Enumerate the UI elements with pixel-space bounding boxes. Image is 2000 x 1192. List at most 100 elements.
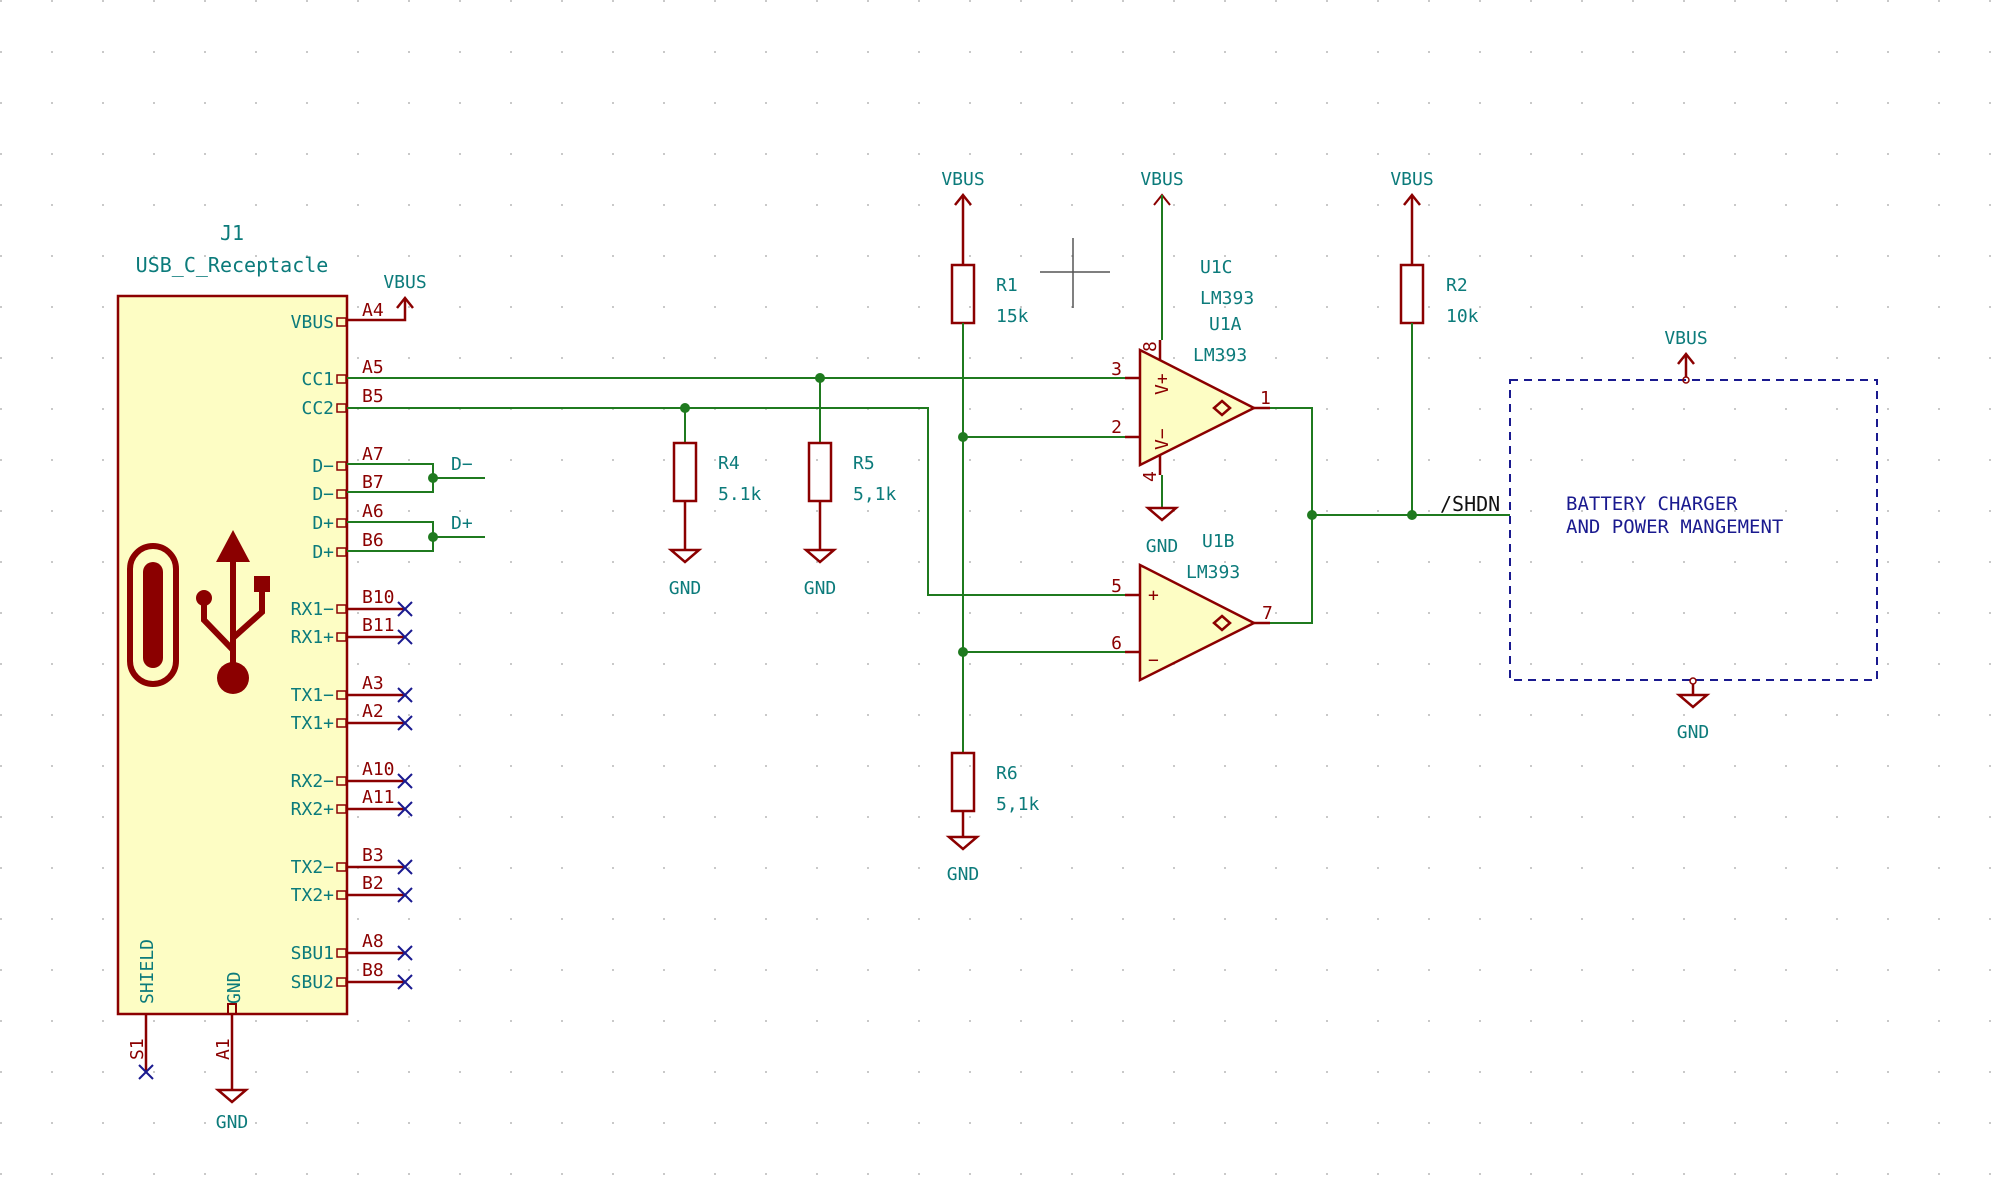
connector-pin-marker — [336, 374, 347, 384]
r5-value: 5,1k — [853, 484, 897, 505]
gnd-label-j1: GND — [216, 1112, 249, 1133]
resistor-r2[interactable]: VBUS R2 10k — [1390, 169, 1479, 515]
usb-c-connector-j1[interactable]: J1 USB_C_Receptacle VBUSA4CC1A5CC2B5D−A7… — [116, 221, 413, 1090]
connector-pin-number: A2 — [362, 701, 384, 722]
no-connect-cross-icon — [397, 629, 413, 645]
connector-pin-number: A7 — [362, 444, 384, 465]
u1c-value: LM393 — [1200, 288, 1254, 309]
r1-value: 15k — [996, 306, 1029, 327]
vbus-label-r1: VBUS — [941, 169, 984, 190]
connector-pin-number: B5 — [362, 386, 384, 407]
resistor-r4[interactable]: R4 5.1k GND — [667, 408, 762, 599]
connector-pin-marker — [336, 890, 347, 900]
no-connect-cross-icon — [397, 945, 413, 961]
shield-pin-name: SHIELD — [137, 939, 158, 1004]
u1a-pin-2: 2 — [1111, 417, 1122, 438]
connector-pin-name: RX2+ — [291, 799, 335, 820]
connector-pin-marker — [336, 489, 347, 499]
vbus-label-u1c: VBUS — [1140, 169, 1183, 190]
shield-pin-num: S1 — [127, 1038, 148, 1060]
connector-pin-name: D+ — [312, 542, 334, 563]
connector-pin-marker — [336, 862, 347, 872]
connector-pin-name: TX2− — [291, 857, 335, 878]
r5-ref: R5 — [853, 453, 875, 474]
comparator-u1b[interactable]: U1B LM393 5 6 + − 7 — [1111, 531, 1273, 683]
connector-pin-marker — [336, 604, 347, 614]
r4-ref: R4 — [718, 453, 740, 474]
connector-pin-name: D− — [312, 456, 334, 477]
connector-pin-name: CC2 — [301, 398, 334, 419]
u1c-ref: U1C — [1200, 257, 1233, 278]
connector-pin-number: B11 — [362, 615, 395, 636]
u1c-vminus-label: V− — [1152, 428, 1173, 450]
usb-logo-icon — [127, 530, 270, 694]
u1a-ref: U1A — [1209, 314, 1242, 335]
comparator-u1a[interactable]: 3 2 1 V+ V− 8 4 — [1111, 340, 1271, 482]
connector-pin-marker — [336, 632, 347, 642]
no-connect-cross-icon — [397, 715, 413, 731]
no-connect-cross-icon — [397, 601, 413, 617]
connector-pin-name: SBU1 — [291, 943, 334, 964]
connector-pin-name: RX1− — [291, 599, 335, 620]
connector-pin-marker — [336, 690, 347, 700]
no-connect-cross-icon — [397, 773, 413, 789]
r2-value: 10k — [1446, 306, 1479, 327]
shdn-net-label: /SHDN — [1440, 492, 1500, 516]
connector-pin-number: A6 — [362, 501, 384, 522]
u1b-ref: U1B — [1202, 531, 1235, 552]
connector-pins: VBUSA4CC1A5CC2B5D−A7D−B7D+A6D+B6RX1−B10R… — [291, 300, 413, 993]
u1b-pin-6: 6 — [1111, 633, 1122, 654]
r2-ref: R2 — [1446, 275, 1468, 296]
gnd-pin-name: GND — [224, 971, 245, 1004]
open-collector-icon — [1212, 399, 1232, 417]
connector-pin-number: B6 — [362, 530, 384, 551]
no-connect-cross-icon — [397, 801, 413, 817]
connector-pin-number: A3 — [362, 673, 384, 694]
d-minus-label: D− — [451, 454, 473, 475]
u1b-pin-7: 7 — [1262, 603, 1273, 624]
connector-pin-number: B10 — [362, 587, 395, 608]
u1b-plus-sign: + — [1148, 585, 1159, 606]
resistor-r1[interactable]: VBUS R1 15k — [941, 169, 1028, 327]
connector-pin-marker — [336, 977, 347, 987]
connector-pin-name: D+ — [312, 513, 334, 534]
connector-pin-number: A5 — [362, 357, 384, 378]
gnd-symbol-j1: GND — [214, 1088, 250, 1133]
vbus-symbol-j1: VBUS — [347, 272, 427, 322]
connector-pin-marker — [336, 547, 347, 557]
connector-pin-marker — [336, 518, 347, 528]
u1c-pin-4: 4 — [1140, 471, 1161, 482]
u1c-pin-8: 8 — [1140, 341, 1161, 352]
no-connect-cross-icon — [397, 887, 413, 903]
connector-pin-marker — [336, 403, 347, 413]
d-minus-bridge: D− — [347, 454, 485, 493]
connector-pin-number: A8 — [362, 931, 384, 952]
connector-pin-name: VBUS — [291, 312, 334, 333]
block-title-line2: AND POWER MANGEMENT — [1566, 516, 1783, 538]
connector-pin-marker — [336, 461, 347, 471]
connector-pin-name: TX1+ — [291, 713, 335, 734]
connector-pin-name: SBU2 — [291, 972, 334, 993]
vbus-label-block: VBUS — [1664, 328, 1707, 349]
connector-pin-name: TX2+ — [291, 885, 335, 906]
connector-pin-number: A4 — [362, 300, 384, 321]
connector-pin-number: B8 — [362, 960, 384, 981]
connector-pin-number: A11 — [362, 787, 395, 808]
connector-pin-marker — [336, 804, 347, 814]
u1a-pin-1: 1 — [1260, 388, 1271, 409]
u1b-value: LM393 — [1186, 562, 1240, 583]
resistor-r5[interactable]: R5 5,1k GND — [802, 378, 897, 599]
connector-pin-number: B7 — [362, 472, 384, 493]
u1b-minus-sign: − — [1148, 650, 1159, 671]
connector-pin-marker — [336, 948, 347, 958]
gnd-label-r5: GND — [804, 578, 837, 599]
resistor-r6[interactable]: R6 5,1k GND — [945, 751, 1040, 885]
connector-pin-name: RX1+ — [291, 627, 335, 648]
u1c-vplus-label: V+ — [1152, 373, 1173, 395]
battery-charger-block[interactable]: BATTERY CHARGER AND POWER MANGEMENT VBUS… — [1509, 328, 1878, 743]
connector-pin-number: B3 — [362, 845, 384, 866]
connector-ref: J1 — [220, 221, 244, 245]
gnd-pin-num: A1 — [213, 1038, 234, 1060]
connector-pin-marker — [336, 317, 347, 327]
